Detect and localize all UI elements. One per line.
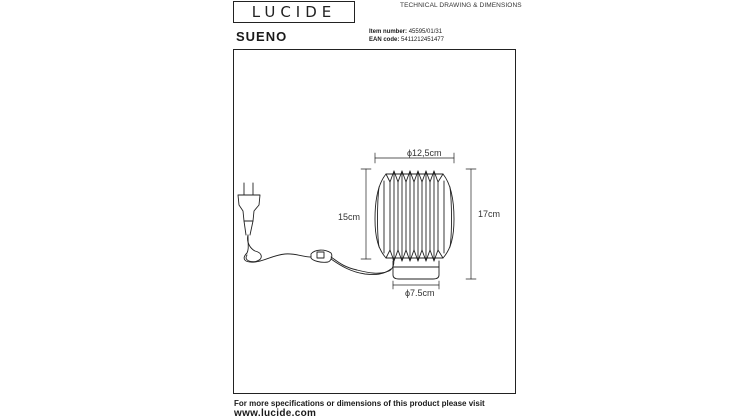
switch-icon <box>310 249 333 263</box>
total-height-label: 17cm <box>478 209 501 219</box>
lamp-base <box>392 260 440 280</box>
base-diameter-label: ϕ7.5cm <box>405 288 435 298</box>
brand-wordmark: LUCIDE <box>252 3 337 21</box>
dimension-lines <box>360 152 477 290</box>
plug-icon <box>237 182 261 236</box>
ean-label: EAN code: <box>369 37 400 43</box>
footer-note: For more specifications or dimensions of… <box>234 399 485 408</box>
ean-row: EAN code: 5411212451477 <box>369 36 444 44</box>
ean-value: 5411212451477 <box>401 37 444 43</box>
power-cord <box>243 234 312 263</box>
footer-url[interactable]: www.lucide.com <box>234 408 317 419</box>
lamp-shade <box>374 170 455 262</box>
product-meta: Item number: 45595/01/31 EAN code: 54112… <box>369 28 444 44</box>
item-number-value: 45595/01/31 <box>408 29 443 35</box>
shade-height-label: 15cm <box>338 212 361 222</box>
item-number-label: Item number: <box>369 29 408 35</box>
lamp-drawing <box>237 152 477 290</box>
lucide-logo: LUCIDE <box>233 1 355 23</box>
top-diameter-label: ϕ12,5cm <box>407 148 442 158</box>
drawing-frame <box>233 49 516 394</box>
drawing-title: TECHNICAL DRAWING & DIMENSIONS <box>400 2 522 9</box>
item-number-row: Item number: 45595/01/31 <box>369 28 444 36</box>
product-name: SUENO <box>236 29 288 44</box>
